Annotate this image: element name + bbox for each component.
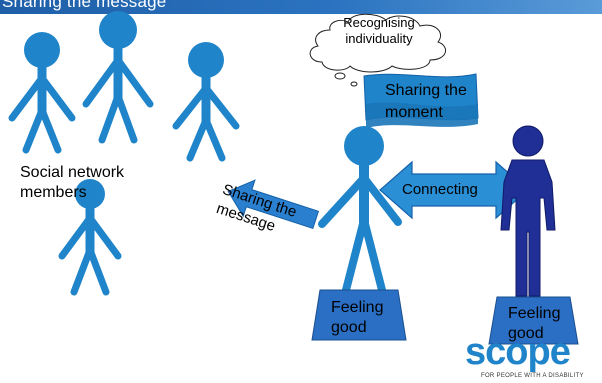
scope-tagline: FOR PEOPLE WITH A DISABILITY [481, 373, 584, 379]
feeling-good-right-label: Feeling good [508, 305, 561, 342]
pedestal-right [488, 296, 579, 345]
social-member-figure-4 [58, 179, 122, 296]
person-figure-dark [500, 125, 556, 297]
social-member-figure-3 [172, 42, 240, 162]
social-network-members-label: Social network members [20, 164, 125, 201]
scope-logo: scope [465, 331, 571, 373]
sharing-the-moment-label: Sharing the moment [385, 82, 467, 121]
social-member-figure-2 [82, 11, 154, 144]
pedestal-left [311, 289, 407, 341]
recognising-individuality-label: Recognising individuality [343, 15, 415, 46]
person-figure-light [318, 126, 402, 294]
header-bar: Sharing the message [0, 0, 602, 14]
feeling-good-left-label: Feeling good [331, 299, 384, 336]
sharing-the-message-arrow [227, 179, 320, 230]
social-member-figure-1 [8, 32, 76, 154]
connecting-label: Connecting [402, 181, 478, 198]
sharing-the-moment-banner [363, 73, 479, 128]
recognising-individuality-cloud [309, 13, 446, 87]
slide-title: Sharing the message [2, 0, 167, 11]
